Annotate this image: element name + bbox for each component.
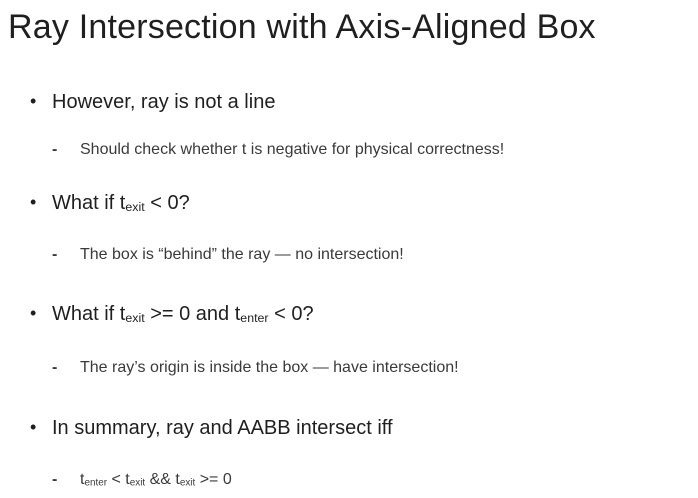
bullet-dot-icon: • xyxy=(30,192,37,212)
sub-bullet-text: The box is “behind” the ray — no interse… xyxy=(80,246,404,263)
sub-bullet-formula: -tenter < texit && texit >= 0 xyxy=(52,471,232,489)
sub-bullet-inside-box: - The ray’s origin is inside the box — ha… xyxy=(52,359,459,377)
formula-t: t xyxy=(80,471,85,488)
sub-bullet-text: The ray’s origin is inside the box — hav… xyxy=(80,359,459,376)
sub-bullet-behind: - The box is “behind” the ray — no inters… xyxy=(52,246,404,264)
subscript-exit: exit xyxy=(179,477,196,489)
slide-title: Ray Intersection with Axis-Aligned Box xyxy=(8,8,596,46)
bullet-origin-inside: • What if texit >= 0 and tenter < 0? xyxy=(30,303,314,326)
subscript-exit: exit xyxy=(125,310,145,325)
bullet-text: However, ray is not a line xyxy=(52,91,276,113)
bullet-text-prefix: What if t xyxy=(52,192,126,214)
bullet-summary: • In summary, ray and AABB intersect iff xyxy=(30,417,393,440)
bullet-text-prefix: What if t xyxy=(52,303,126,325)
bullet-texit-negative: • What if texit < 0? xyxy=(30,192,190,215)
bullet-dot-icon: • xyxy=(30,303,37,323)
dash-icon: - xyxy=(52,246,58,263)
bullet-dot-icon: • xyxy=(30,417,37,437)
formula-op3: >= 0 xyxy=(195,471,232,488)
dash-icon: - xyxy=(52,471,58,488)
subscript-enter: enter xyxy=(240,310,269,325)
bullet-text-suffix: < 0? xyxy=(144,192,190,214)
bullet-ray-not-line: • However, ray is not a line xyxy=(30,91,275,114)
sub-bullet-text: Should check whether t is negative for p… xyxy=(80,141,505,158)
bullet-text: In summary, ray and AABB intersect iff xyxy=(52,417,393,439)
formula-op2: && t xyxy=(145,471,180,488)
bullet-text-mid: >= 0 and t xyxy=(144,303,241,325)
dash-icon: - xyxy=(52,141,58,158)
subscript-exit: exit xyxy=(129,477,146,489)
bullet-text-suffix: < 0? xyxy=(268,303,314,325)
subscript-exit: exit xyxy=(125,199,145,214)
dash-icon: - xyxy=(52,359,58,376)
bullet-dot-icon: • xyxy=(30,91,37,111)
formula-op1: < t xyxy=(107,471,130,488)
sub-bullet-check-negative: - Should check whether t is negative for … xyxy=(52,141,504,159)
subscript-enter: enter xyxy=(84,477,108,489)
